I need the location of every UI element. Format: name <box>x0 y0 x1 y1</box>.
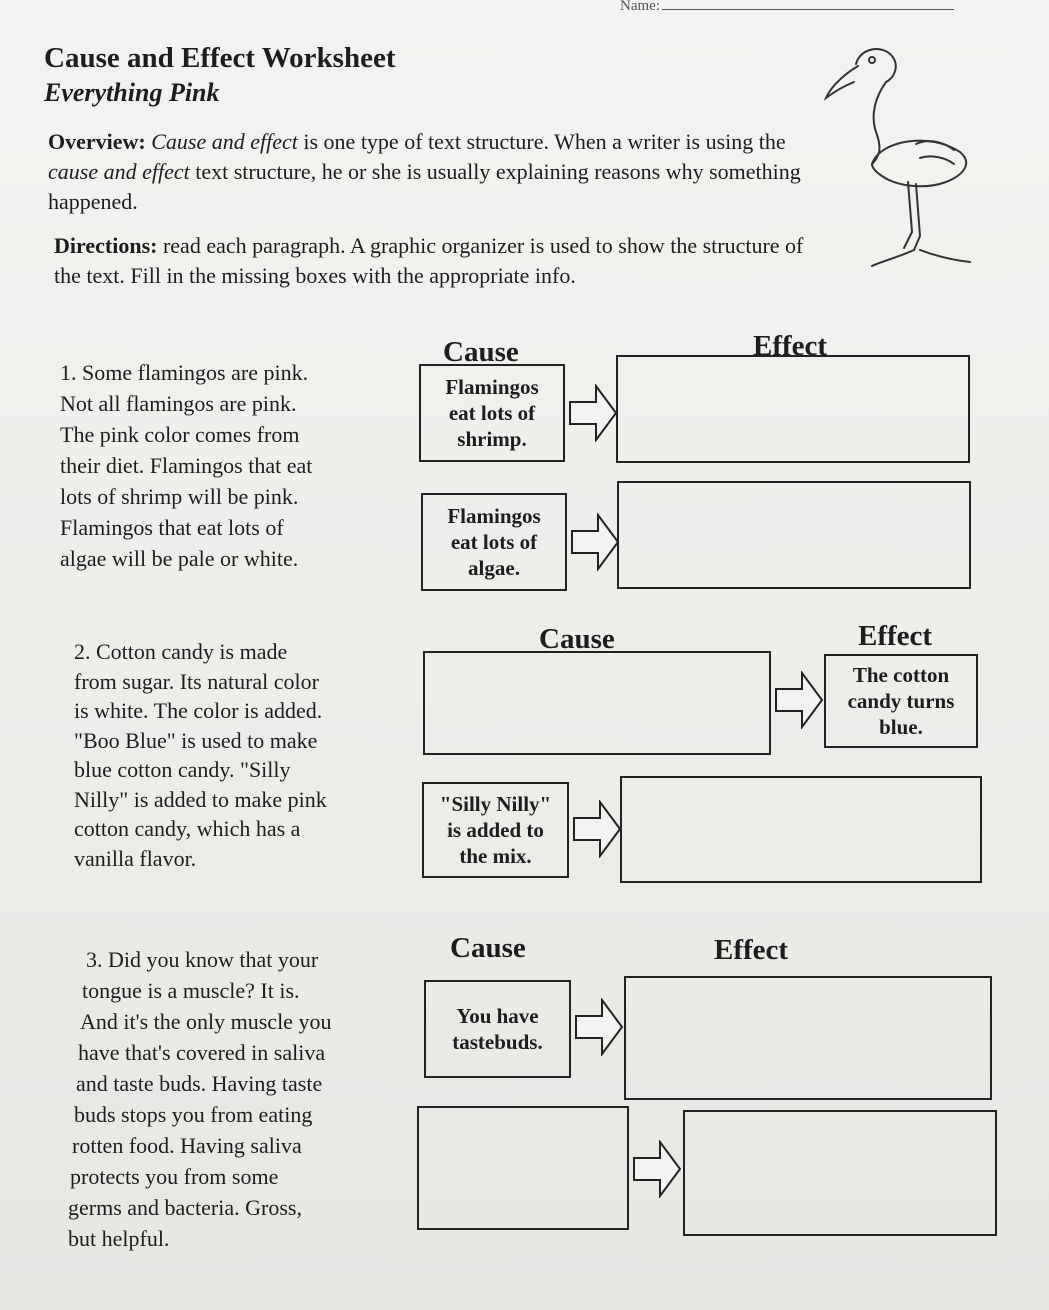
effect-box-1a[interactable] <box>616 355 970 463</box>
cause-box-1a: Flamingos eat lots of shrimp. <box>419 364 565 462</box>
effect-header-3: Effect <box>714 934 789 966</box>
name-blank[interactable] <box>661 9 954 10</box>
cause-box-3b[interactable] <box>417 1106 629 1230</box>
paragraph-3: 3. Did you know that your tongue is a mu… <box>68 947 332 1251</box>
effect-box-2a: The cotton candy turns blue. <box>824 654 978 748</box>
arrow-icon <box>569 384 618 442</box>
cause-box-2b: "Silly Nilly" is added to the mix. <box>422 782 569 878</box>
effect-header-2: Effect <box>858 620 933 652</box>
name-field[interactable]: Name: <box>620 0 954 15</box>
directions-label: Directions: <box>54 233 158 258</box>
arrow-icon <box>575 998 624 1056</box>
page-title: Cause and Effect Worksheet <box>44 42 396 74</box>
cause-box-3a: You have tastebuds. <box>424 980 571 1078</box>
effect-box-2b[interactable] <box>620 776 982 883</box>
cause-header-3: Cause <box>450 932 526 964</box>
arrow-icon <box>775 671 824 729</box>
cause-box-1b: Flamingos eat lots of algae. <box>421 493 567 591</box>
directions-text: Directions: read each paragraph. A graph… <box>54 233 804 288</box>
cause-header-1: Cause <box>443 336 519 368</box>
cause-box-2a[interactable] <box>423 651 771 755</box>
paragraph-1: 1. Some flamingos are pink. Not all flam… <box>60 360 313 571</box>
paragraph-2: 2. Cotton candy is made from sugar. Its … <box>74 639 327 871</box>
arrow-icon <box>633 1140 682 1198</box>
effect-box-1b[interactable] <box>617 481 971 589</box>
arrow-icon <box>571 513 620 571</box>
cause-header-2: Cause <box>539 623 615 655</box>
effect-box-3b[interactable] <box>683 1110 997 1236</box>
arrow-icon <box>573 800 622 858</box>
overview-label: Overview: <box>48 129 146 154</box>
overview-text: Overview: Cause and effect is one type o… <box>48 129 801 214</box>
page-subtitle: Everything Pink <box>44 78 220 107</box>
effect-box-3a[interactable] <box>624 976 992 1100</box>
flamingo-illustration <box>823 48 971 267</box>
